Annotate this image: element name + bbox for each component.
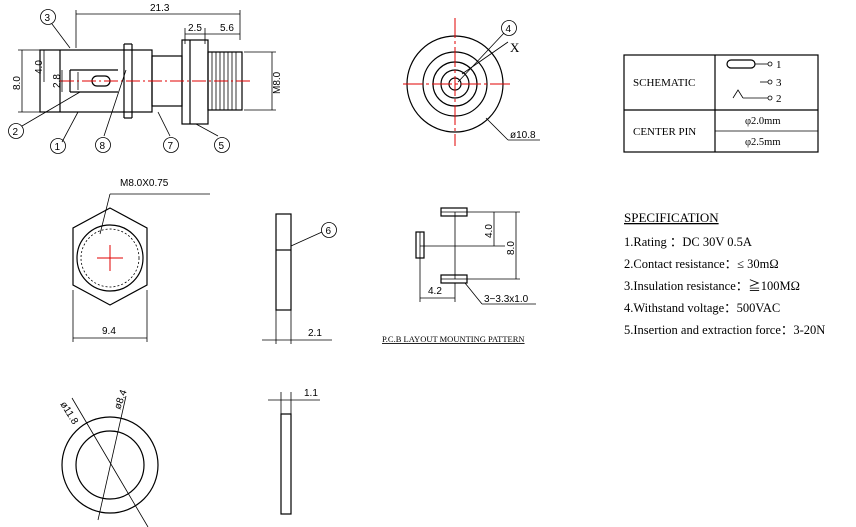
- dim-nut-thickness: 2.1: [308, 328, 322, 339]
- schematic-symbol: 1 3 2: [726, 59, 782, 105]
- callout-3: 3: [40, 9, 56, 25]
- callout-2: 2: [8, 123, 24, 139]
- pcb-dim-4-0: 4.0: [484, 224, 495, 238]
- dim-height-8: 8.0: [12, 76, 23, 90]
- dim-ring-inner: ø8.4: [112, 388, 129, 411]
- pcb-layout: 4.0 8.0 4.2 3−3.3x1.0 P.C.B LAYOUT MOUNT…: [382, 207, 536, 344]
- svg-text:7: 7: [168, 141, 174, 152]
- svg-text:6: 6: [326, 226, 332, 237]
- thread-spec: M8.0X0.75: [120, 178, 169, 189]
- center-pin-value-1: φ2.0mm: [745, 116, 781, 127]
- dim-pin-2-8: 2.8: [52, 74, 63, 88]
- schematic-table: SCHEMATIC CENTER PIN 1 3 2 φ2.0mm φ2.5mm: [623, 54, 819, 153]
- dim-washer-thickness: 1.1: [304, 388, 318, 399]
- callout-1: 1: [50, 138, 66, 154]
- callout-4: 4: [501, 20, 517, 36]
- spec-item-5: 5.Insertion and extraction force：3-20N: [624, 323, 825, 337]
- svg-text:1: 1: [776, 59, 782, 71]
- dim-overall-length: 21.3: [150, 3, 170, 14]
- pcb-dim-8-0: 8.0: [506, 241, 517, 255]
- spec-item-2: 2.Contact resistance：≤ 30mΩ: [624, 257, 779, 271]
- center-pin-label: CENTER PIN: [633, 126, 696, 138]
- spec-item-1: 1.Rating ：DC 30V 0.5A: [624, 235, 752, 249]
- dim-washer-dia: ø10.8: [510, 130, 536, 141]
- spec-title: SPECIFICATION: [624, 210, 719, 225]
- front-view: 4 X ø10.8: [403, 18, 540, 146]
- washer-side-view: 1.1: [268, 388, 320, 515]
- svg-text:4: 4: [506, 24, 512, 35]
- center-pin-value-2: φ2.5mm: [745, 137, 781, 148]
- dim-5-6: 5.6: [220, 23, 234, 34]
- callout-8: 8: [95, 137, 111, 153]
- pcb-slot-dim: 3−3.3x1.0: [484, 294, 529, 305]
- washer-ring-view: ø11.8 ø8.4: [57, 388, 159, 527]
- svg-text:8: 8: [100, 141, 106, 152]
- dim-ring-outer: ø11.8: [57, 400, 80, 427]
- callout-6: 6: [321, 222, 337, 238]
- specification: SPECIFICATION 1.Rating ：DC 30V 0.5A 2.Co…: [624, 210, 825, 337]
- hex-nut-view: M8.0X0.75 9.4: [72, 178, 210, 342]
- callout-5: 5: [214, 137, 230, 153]
- svg-text:5: 5: [219, 141, 225, 152]
- x-marker: X: [510, 40, 520, 55]
- pcb-caption: P.C.B LAYOUT MOUNTING PATTERN: [382, 334, 525, 344]
- dim-2-5: 2.5: [188, 23, 202, 34]
- nut-side-view: 2.1 6: [262, 213, 337, 344]
- pcb-dim-4-2: 4.2: [428, 286, 442, 297]
- callout-7: 7: [163, 137, 179, 153]
- svg-text:2: 2: [776, 93, 782, 105]
- svg-text:3: 3: [45, 13, 51, 24]
- dim-thread-m8: M8.0: [272, 71, 283, 94]
- svg-text:3: 3: [776, 77, 782, 89]
- schematic-label: SCHEMATIC: [633, 77, 695, 89]
- side-view: 21.3 2.5 5.6: [8, 3, 283, 154]
- spec-item-4: 4.Withstand voltage：500VAC: [624, 301, 780, 315]
- dim-height-4: 4.0: [34, 60, 45, 74]
- spec-item-3: 3.Insulation resistance：≧100MΩ: [624, 278, 800, 293]
- svg-text:1: 1: [55, 142, 61, 153]
- dim-hex-width: 9.4: [102, 326, 116, 337]
- svg-text:2: 2: [13, 127, 19, 138]
